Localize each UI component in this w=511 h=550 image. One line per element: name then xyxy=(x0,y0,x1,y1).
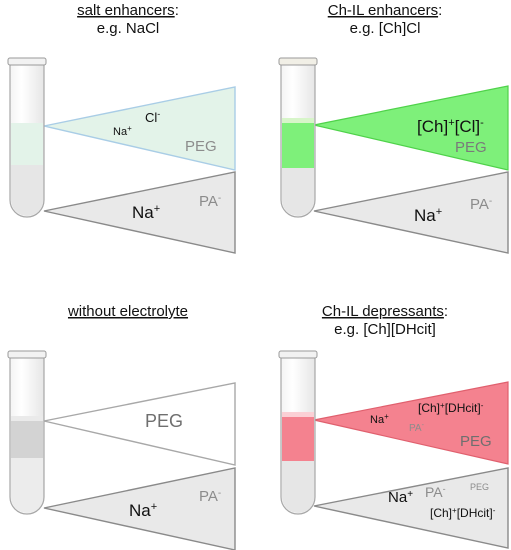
lower-phase xyxy=(11,458,43,513)
upper-phase-zoom xyxy=(313,85,509,171)
ion-label-na: Na+ xyxy=(129,501,157,520)
lower-phase xyxy=(282,168,314,216)
panel-subtitle: e.g. [Ch]Cl xyxy=(350,20,421,37)
panel-subtitle: e.g. NaCl xyxy=(97,20,160,37)
ion-label-ch-dhcit: [Ch]+[DHcit]- xyxy=(430,506,496,520)
test-tube xyxy=(7,350,47,515)
peg-label: PEG xyxy=(455,139,487,156)
peg-label: PEG xyxy=(185,138,217,155)
upper-phase-zoom xyxy=(43,86,236,171)
peg-label: PEG xyxy=(470,482,489,492)
test-tube xyxy=(278,57,318,218)
lower-phase-zoom xyxy=(313,467,509,549)
upper-phase xyxy=(11,123,43,165)
lower-phase xyxy=(11,165,43,216)
panel-subtitle: e.g. [Ch][DHcit] xyxy=(334,321,436,338)
ion-label-na: Na+ xyxy=(113,124,132,138)
ion-label-ch-cl: [Ch]+[Cl]- xyxy=(417,117,484,136)
peg-label: PEG xyxy=(460,433,492,450)
lower-phase xyxy=(282,461,314,513)
panel-title: salt enhancers: xyxy=(77,2,179,19)
panel-title: Ch-IL enhancers: xyxy=(328,2,443,19)
pa-label: PA- xyxy=(199,488,221,505)
test-tube xyxy=(7,57,47,218)
pa-label: PA- xyxy=(409,422,425,434)
peg-label: PEG xyxy=(145,411,183,431)
panel-title: without electrolyte xyxy=(67,303,188,320)
ion-label-na: Na+ xyxy=(414,206,442,225)
upper-phase xyxy=(282,416,314,461)
upper-phase xyxy=(11,420,43,458)
upper-phase-zoom xyxy=(313,381,509,465)
ion-label-na: Na+ xyxy=(388,489,413,506)
lower-phase-zoom xyxy=(43,467,236,550)
pa-label: PA- xyxy=(470,196,492,213)
pa-label: PA- xyxy=(425,484,446,500)
upper-phase-zoom xyxy=(43,382,236,466)
lower-phase-zoom xyxy=(43,171,236,254)
ion-label-na: Na+ xyxy=(370,412,389,426)
panel-salt-enhancers: salt enhancers: e.g. NaCl Na+ Cl- PEG Na… xyxy=(7,2,236,254)
lower-phase-zoom xyxy=(313,171,509,254)
pa-label: PA- xyxy=(199,193,221,210)
ion-label-ch-dhcit: [Ch]+[DHcit]- xyxy=(418,401,484,415)
ion-label-na: Na+ xyxy=(132,203,160,222)
test-tube xyxy=(278,350,318,515)
ion-label-cl: Cl- xyxy=(145,109,160,125)
panel-without-electrolyte: without electrolyte PEG Na+ PA- xyxy=(7,303,236,550)
panel-title: Ch-IL depressants: xyxy=(322,303,448,320)
panel-ch-il-enhancers: Ch-IL enhancers: e.g. [Ch]Cl [Ch]+[Cl]- … xyxy=(278,2,509,254)
panel-ch-il-depressants: Ch-IL depressants: e.g. [Ch][DHcit] Na+ … xyxy=(278,303,509,549)
upper-phase xyxy=(282,122,314,168)
